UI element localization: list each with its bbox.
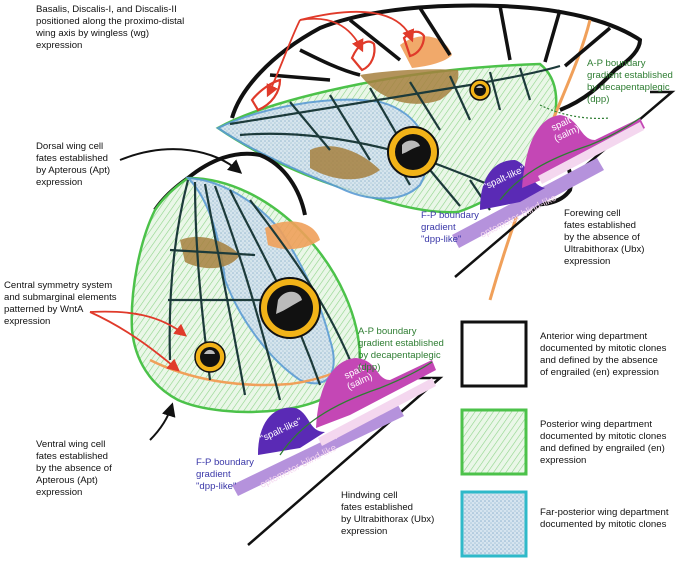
dorsal-apterous-annotation: Dorsal wing cell fates established by Ap… — [36, 141, 113, 188]
forewing-bracket — [454, 90, 676, 278]
forewing-spalt-like-peak — [480, 160, 545, 210]
hindwing-ap-annotation: A-P boundary gradient established by dec… — [358, 326, 447, 373]
forewing-optomotor-like-band — [452, 158, 604, 248]
hindwing-spalt-like-peak — [258, 407, 325, 455]
ventral-apterous-annotation: Ventral wing cell fates established by t… — [36, 439, 114, 498]
hindwing-ubx-annotation: Hindwing cell fates established by Ultra… — [341, 490, 437, 537]
ventral-arrow — [149, 402, 176, 441]
forewing-fp-annotation: F-P boundary gradient "dpp-like" — [421, 210, 482, 245]
forewing-eyespot-large — [387, 126, 439, 178]
hindwing-bracket — [247, 376, 444, 546]
forewing — [215, 3, 643, 301]
wnta-arrow-1 — [89, 310, 187, 337]
forewing-eyespot-small — [469, 79, 491, 101]
wingless-annotation: Basalis, Discalis-I, and Discalis-II pos… — [35, 4, 187, 51]
legend-swatch-posterior — [460, 408, 528, 476]
forewing-gradient-curve — [499, 117, 641, 201]
forewing-ap-annotation: A-P boundary gradient established by dec… — [587, 58, 676, 105]
forewing-dpp-line — [539, 104, 611, 120]
legend-swatch-far-posterior — [460, 490, 528, 558]
hindwing-gradient-curve — [279, 361, 433, 456]
forewing-outer-veins — [269, 5, 612, 82]
hindwing-fp-annotation: F-P boundary gradient "dpp-like" — [196, 457, 257, 492]
hindwing-optomotor-band — [318, 378, 436, 446]
forewing-ubx-annotation: Forewing cell fates established by the a… — [564, 208, 647, 267]
hindwing-veins — [168, 179, 352, 401]
hindwing-spalt-peak — [316, 358, 436, 428]
wingless-arrow-3 — [299, 10, 415, 43]
dorsal-arrow — [119, 148, 243, 174]
wnta-arrow-2 — [89, 311, 180, 372]
hindwing-eyespot-large — [259, 277, 321, 339]
legend-text-anterior: Anterior wing department documented by m… — [540, 331, 669, 378]
hindwing-orange-element — [265, 221, 320, 250]
legend-text-posterior: Posterior wing department documented by … — [540, 419, 669, 466]
wingless-arrow-1 — [266, 19, 301, 98]
hindwing-optomotor-like-band — [232, 405, 404, 496]
forewing-orange-element — [400, 36, 452, 68]
hindwing — [130, 151, 362, 414]
legend-swatch-anterior — [460, 320, 528, 388]
forewing-optomotor-band — [538, 122, 644, 184]
legend: Anterior wing department documented by m… — [460, 320, 671, 558]
wingless-arrow-2 — [299, 17, 364, 53]
legend-text-far-posterior: Far-posterior wing department documented… — [540, 507, 671, 530]
wnta-annotation: Central symmetry system and submarginal … — [4, 280, 119, 327]
forewing-brown-band — [360, 69, 459, 104]
hindwing-eyespot-small — [194, 341, 226, 373]
annotation-arrows — [89, 10, 415, 441]
forewing-anterior-outline — [230, 3, 643, 119]
forewing-brown-band-2 — [310, 146, 380, 180]
